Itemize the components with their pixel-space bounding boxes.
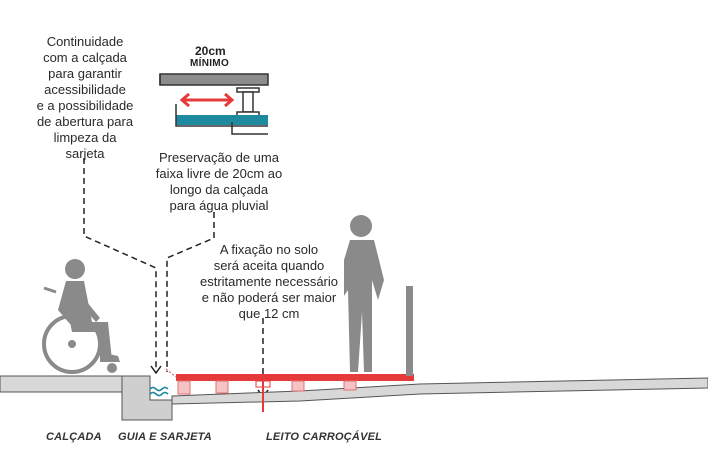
detail-beam-web — [242, 91, 254, 113]
note-fixation: A fixação no solo será aceita quando est… — [196, 242, 342, 322]
note-line: acessibilidade — [44, 82, 126, 97]
note-line: sarjeta — [65, 146, 105, 161]
parklet-platform — [165, 286, 414, 412]
note-line: para garantir — [48, 66, 122, 81]
wheelchair-user-icon — [42, 259, 120, 374]
detail-width-label: 20cm — [195, 44, 226, 58]
detail-water — [176, 115, 268, 125]
pedestal — [215, 380, 229, 394]
roadway — [171, 377, 708, 405]
caption-sidewalk: CALÇADA — [46, 431, 102, 443]
note-line: e a possibilidade — [36, 98, 134, 113]
standing-person-icon — [344, 215, 384, 372]
note-continuity: Continuidade com a calçada para garantir… — [24, 34, 146, 162]
note-line: longo da calçada — [169, 182, 269, 197]
note-line: que 12 cm — [238, 306, 300, 321]
note-line: estritamente necessário — [199, 274, 338, 289]
note-line: faixa livre de 20cm ao — [155, 166, 283, 181]
ground-section — [0, 375, 708, 421]
gutter-water-icon — [149, 386, 169, 397]
parklet-deck — [176, 374, 414, 381]
note-line: e não poderá ser maior — [201, 290, 337, 305]
note-strip: Preservação de uma faixa livre de 20cm a… — [146, 150, 292, 214]
note-line: limpeza da — [53, 130, 117, 145]
caption-curb: GUIA E SARJETA — [118, 431, 212, 443]
note-line: de abertura para — [36, 114, 134, 129]
detail-deck-plate — [159, 73, 269, 86]
sidewalk — [0, 375, 123, 393]
caption-roadway: LEITO CARROÇÁVEL — [266, 431, 383, 443]
note-line: A fixação no solo — [219, 242, 319, 257]
detail-inset — [159, 73, 269, 135]
pedestal — [343, 380, 357, 391]
note-line: Continuidade — [46, 34, 124, 49]
curb — [121, 375, 173, 421]
note-line: será aceita quando — [213, 258, 325, 273]
detail-min-label: MÍNIMO — [190, 58, 230, 69]
note-line: com a calçada — [43, 50, 127, 65]
leader-strip — [166, 212, 215, 372]
pedestal — [177, 380, 191, 395]
note-line: para água pluvial — [169, 198, 269, 213]
pedestal — [291, 380, 305, 392]
parklet-rail — [406, 286, 413, 376]
note-line: Preservação de uma — [159, 150, 279, 165]
